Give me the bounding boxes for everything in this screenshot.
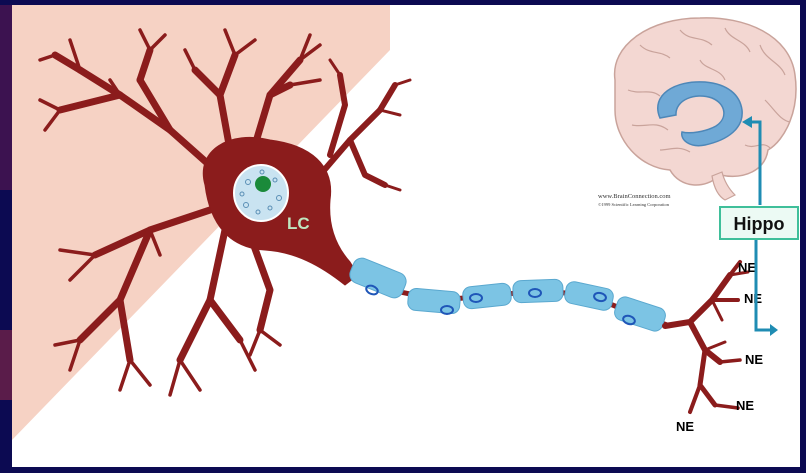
left-accent-bottom xyxy=(0,330,12,400)
hippo-label: Hippo xyxy=(734,214,785,234)
credit-line-1: www.BrainConnection.com xyxy=(598,193,671,200)
left-accent-top xyxy=(0,0,12,190)
ne-label: NE xyxy=(736,398,754,413)
ne-label: NE xyxy=(744,291,762,306)
nucleolus xyxy=(255,176,271,192)
ne-label: NE xyxy=(676,419,694,434)
myelin-segment xyxy=(513,279,564,303)
credit-line-2: ©1999 Scientific Learning Corporation xyxy=(598,202,670,207)
right-frame xyxy=(800,0,806,473)
ne-label: NE xyxy=(738,260,756,275)
myelin-segment xyxy=(462,283,512,310)
top-frame xyxy=(0,0,806,5)
nucleus xyxy=(234,165,288,221)
lc-label: LC xyxy=(287,214,310,233)
bottom-frame xyxy=(0,467,806,473)
ne-label: NE xyxy=(745,352,763,367)
